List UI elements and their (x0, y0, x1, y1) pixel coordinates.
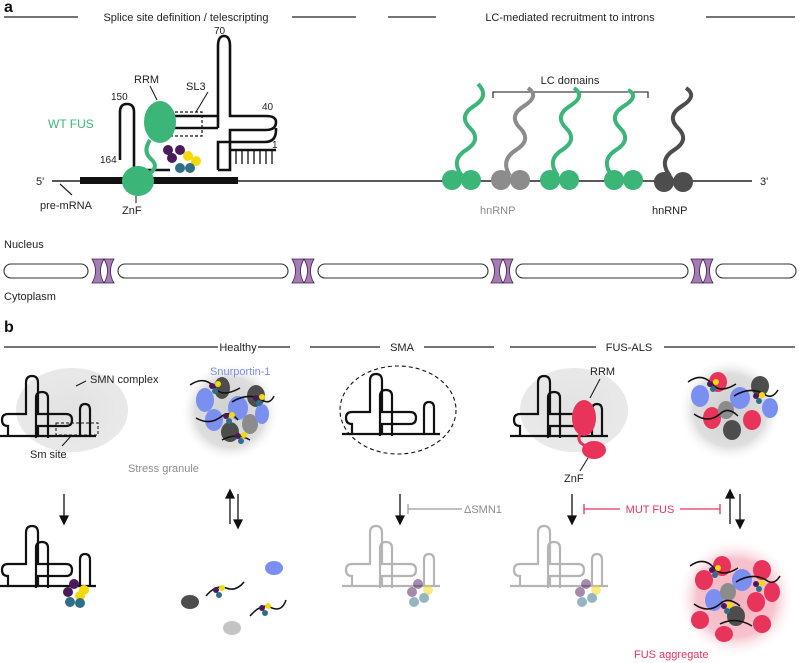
header-healthy-label: Healthy (219, 342, 257, 354)
arrows (58, 488, 746, 530)
sm-protein-ring-icon (163, 145, 201, 173)
header-fus-als: FUS-ALS (510, 342, 795, 354)
num-40: 40 (262, 102, 274, 113)
pre-mrna-label: pre-mRNA (40, 200, 93, 212)
sm-site-label: Sm site (30, 449, 67, 461)
header-telescripting: Splice site definition / telescripting (4, 12, 356, 24)
num-150: 150 (111, 92, 128, 103)
stress-granule-icon (180, 362, 280, 462)
header-sma-label: SMA (390, 342, 415, 354)
sl3-pointer (195, 91, 209, 113)
header-healthy: Healthy (4, 342, 290, 354)
header-lc-recruitment: LC-mediated recruitment to introns (388, 12, 795, 24)
mut-fus-protein-icon (572, 400, 606, 459)
sm-site-box (55, 422, 99, 436)
sl3-label: SL3 (186, 81, 206, 93)
sm-ring-sma-bottom (407, 579, 433, 607)
znf-label-b: ZnF (564, 473, 584, 485)
panel-a-letter: a (4, 0, 13, 16)
snurportin-label: Snurportin-1 (210, 366, 271, 378)
nuclear-envelope (3, 263, 797, 279)
mut-fus-inhibitor (583, 504, 721, 514)
header-telescripting-label: Splice site definition / telescripting (103, 12, 268, 24)
five-prime-label: 5' (36, 176, 44, 188)
cytoplasm-label: Cytoplasm (4, 291, 56, 303)
snrna-sma-bottom (340, 524, 442, 590)
snrna-healthy-bottom (0, 524, 98, 590)
hnrnp-dark-label: hnRNP (652, 205, 687, 217)
wt-fus-label: WT FUS (48, 117, 94, 131)
header-fus-als-label: FUS-ALS (606, 342, 652, 354)
three-prime-label: 3' (760, 176, 768, 188)
panel-b-letter: b (4, 319, 14, 336)
znf-label-a: ZnF (122, 205, 142, 217)
header-sma: SMA (310, 342, 494, 354)
stress-granule-label: Stress granule (128, 463, 199, 475)
fus-aggregate-label: FUS aggregate (634, 649, 709, 661)
u1-snrna-icon (118, 34, 278, 172)
delta-smn1-label: ΔSMN1 (464, 504, 502, 516)
nuclear-pore-icon (91, 258, 714, 284)
hnrnp-grey-label: hnRNP (480, 205, 515, 217)
wt-fus-protein-icon (122, 101, 176, 196)
sm-ring-healthy-bottom (63, 579, 89, 608)
snrna-sma-top (340, 372, 442, 438)
lc-domains-bracket (492, 91, 649, 98)
smn-complex-icon (16, 368, 128, 452)
smn-complex-missing (339, 365, 457, 455)
pre-mrna-strand (52, 177, 752, 196)
mut-fus-label: MUT FUS (626, 504, 675, 516)
nucleus-label: Nucleus (4, 239, 44, 251)
delta-smn1-inhibitor (407, 504, 462, 514)
smn-complex-label: SMN complex (90, 374, 159, 386)
header-lc-recruitment-label: LC-mediated recruitment to introns (485, 12, 655, 24)
num-70: 70 (214, 26, 226, 37)
snrna-fusals-bottom (508, 524, 610, 590)
sm-ticks (235, 150, 273, 164)
fus-aggregate-icon (676, 538, 796, 658)
rrm-label-b: RRM (590, 366, 615, 378)
stress-granule-fusals-icon (678, 358, 782, 462)
num-1: 1 (272, 140, 278, 151)
lc-hnrnp-proteins (442, 82, 694, 192)
lc-domains-label: LC domains (541, 75, 600, 87)
dissolved-granule-components (181, 561, 287, 635)
sm-ring-fusals-bottom (575, 579, 601, 607)
rrm-label-a: RRM (134, 74, 159, 86)
num-164: 164 (100, 155, 117, 166)
